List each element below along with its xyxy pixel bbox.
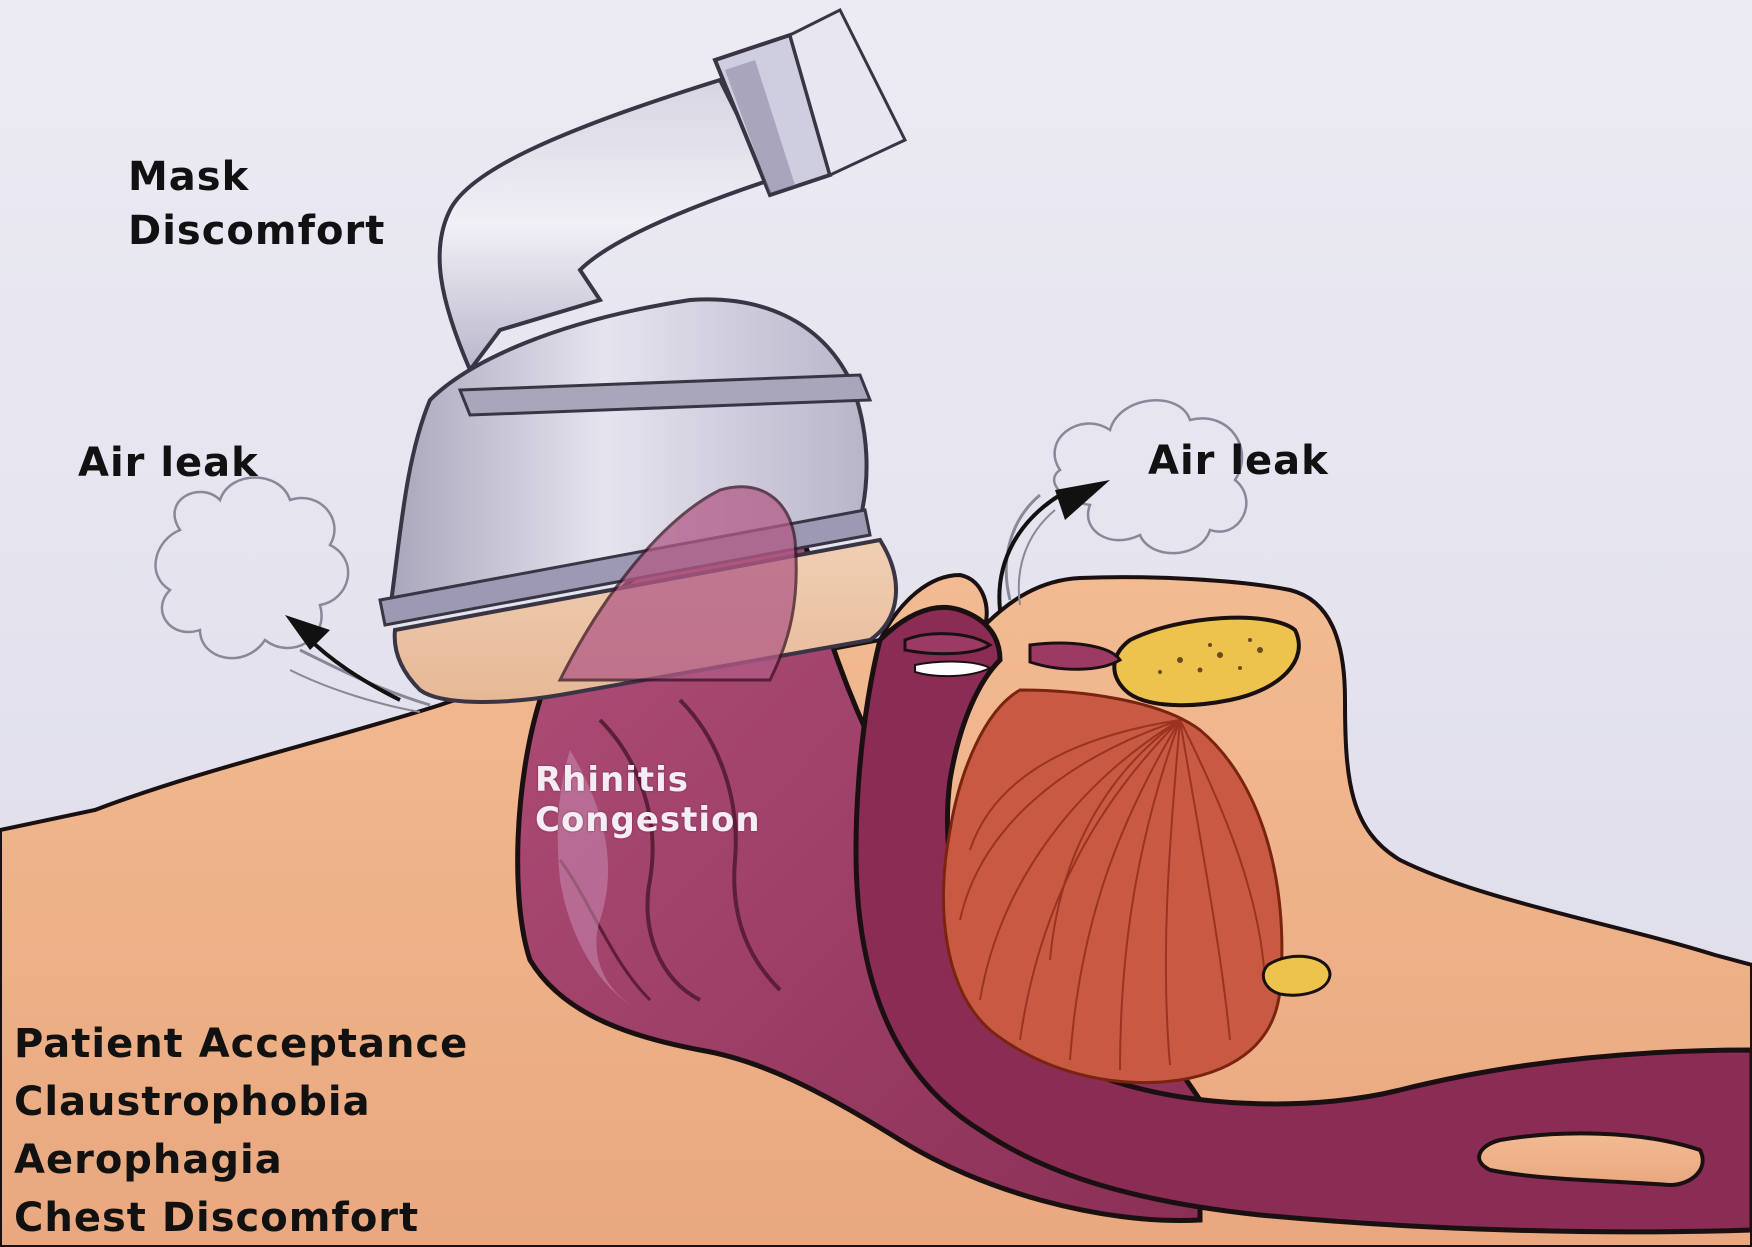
rhinitis-line: Rhinitis [535,760,761,800]
complication-item: Chest Discomfort [14,1189,468,1247]
rhinitis-congestion-label: Rhinitis Congestion [535,760,761,840]
complication-item: Patient Acceptance [14,1015,468,1073]
air-puff-icon [1006,400,1246,605]
complications-list: Patient Acceptance Claustrophobia Aeroph… [14,1015,468,1247]
air-leak-left-label: Air leak [78,440,259,486]
complication-item: Claustrophobia [14,1073,468,1131]
air-leak-right-label: Air leak [1148,438,1329,484]
congestion-line: Congestion [535,800,761,840]
complication-item: Aerophagia [14,1131,468,1189]
mask-discomfort-line-2: Discomfort [128,204,385,258]
hyoid-bone [1263,956,1330,995]
mask-discomfort-label: Mask Discomfort [128,150,385,258]
air-puff-icon [156,478,430,713]
mask-discomfort-line-1: Mask [128,150,385,204]
